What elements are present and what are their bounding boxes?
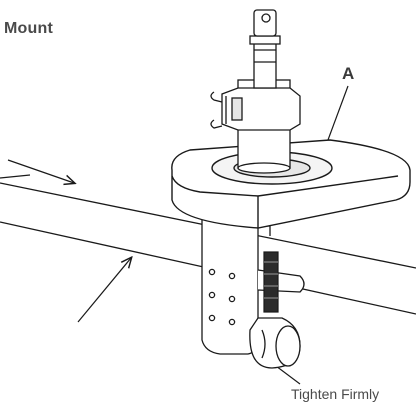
tighten-caption: Tighten Firmly (291, 386, 380, 402)
tightening-knob (249, 317, 301, 369)
desk-clamp (201, 204, 305, 355)
mount-base (171, 139, 411, 229)
mount-pole (210, 9, 301, 174)
callout-a-leader (324, 85, 349, 149)
callout-label-a: A (342, 64, 355, 83)
diagram-title: Mount (4, 20, 53, 37)
arrow-icon (7, 159, 131, 323)
clamp-screw (263, 251, 279, 313)
